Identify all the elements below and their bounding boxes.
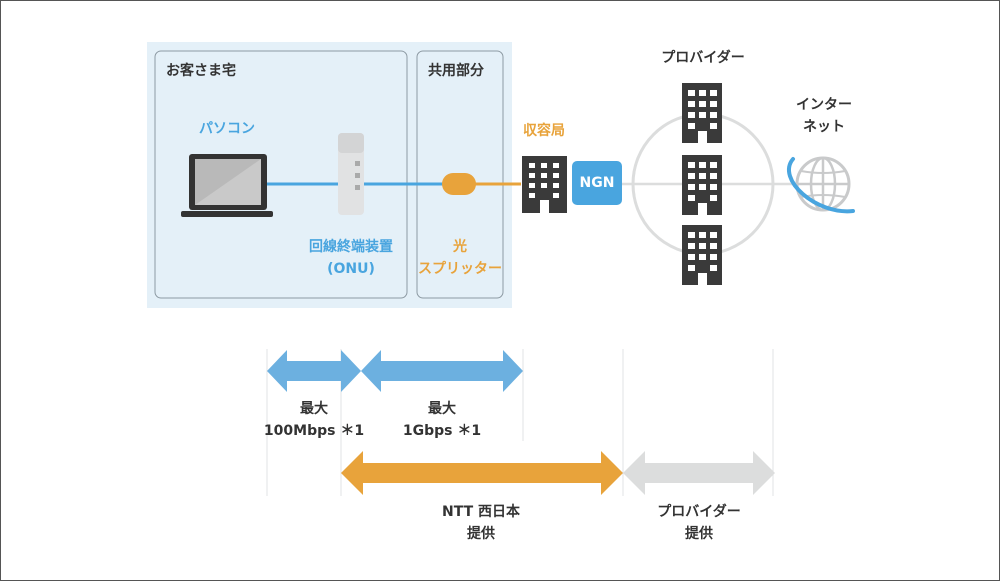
lan-speed-label-line1: 最大 (300, 401, 328, 417)
building-windows (688, 90, 717, 285)
globe-icon (787, 156, 855, 214)
shared-zone-label: 共用部分 (428, 63, 484, 79)
onu-label-line2: (ONU) (327, 261, 375, 277)
splitter-icon (442, 173, 476, 195)
pc-label: パソコン (199, 121, 255, 137)
internet-label-line2: ネット (803, 119, 845, 135)
home-zone-box (154, 50, 408, 299)
station-building-icon (522, 156, 567, 213)
lan-speed-arrow (267, 350, 361, 392)
ntt-range-arrow (341, 451, 623, 495)
ngn-box (572, 161, 622, 205)
home-zone-label: お客さま宅 (166, 63, 236, 79)
fiber-speed-label-line2: 1Gbps ＊1 (402, 423, 482, 439)
station-label: 収容局 (523, 123, 565, 139)
fiber-speed-arrow (361, 350, 523, 392)
ntt-label-line2: 提供 (467, 526, 495, 542)
isp-range-arrow (623, 451, 775, 495)
onu-label-line1: 回線終端装置 (309, 239, 393, 255)
provider-label: プロバイダー (661, 50, 745, 66)
ngn-label: NGN (579, 175, 615, 191)
splitter-label-line2: スプリッター (418, 261, 502, 277)
fiber-speed-label-line1: 最大 (428, 401, 456, 417)
lan-speed-label-line2: 100Mbps ＊1 (263, 423, 365, 439)
splitter-label-line1: 光 (453, 239, 467, 255)
isp-label-line1: プロバイダー (657, 504, 741, 520)
shared-zone-box (416, 50, 504, 299)
internet-label-line1: インター (796, 97, 852, 113)
laptop-icon (181, 154, 273, 217)
isp-label-line2: 提供 (685, 526, 713, 542)
ntt-label-line1: NTT 西日本 (441, 504, 521, 520)
onu-device-icon (338, 133, 364, 215)
